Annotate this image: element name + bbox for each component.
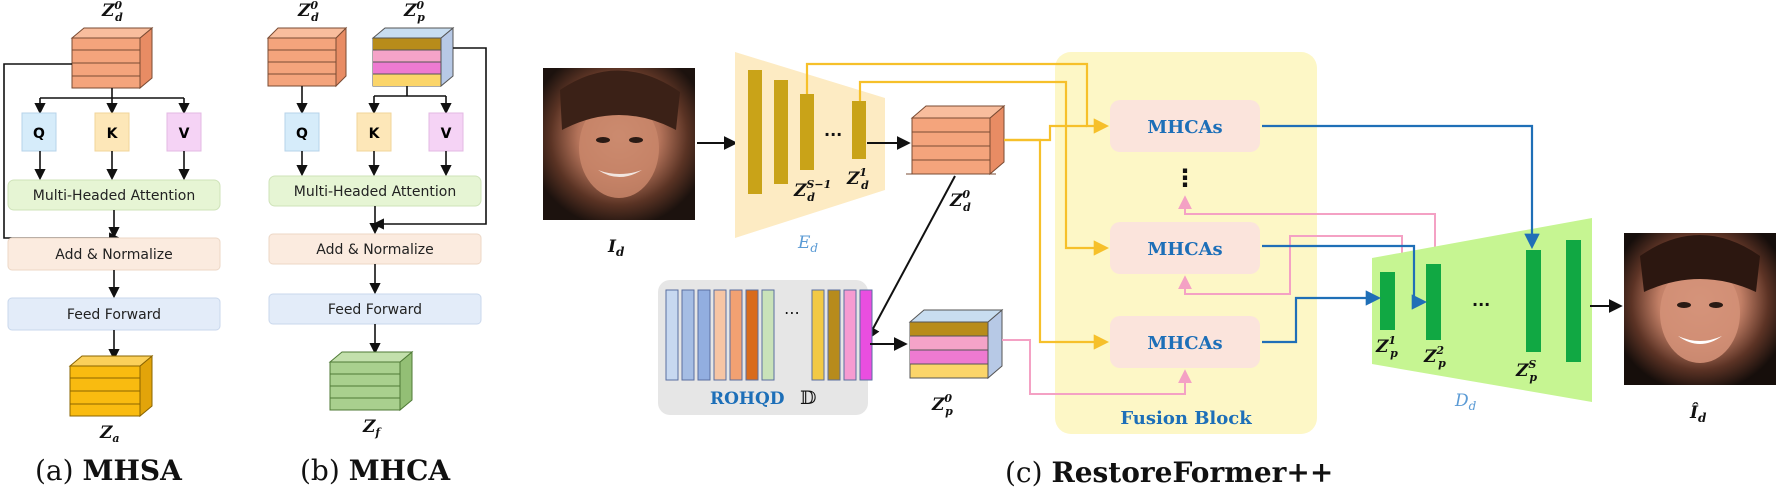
mhsa-input-cube [70, 26, 154, 90]
mhca-v-box [428, 112, 464, 152]
mhca-right-cube [371, 26, 455, 88]
encoder-bar [800, 94, 814, 170]
encoder-bar [748, 70, 762, 194]
codebook-entry [713, 289, 727, 381]
codebook-entry [729, 289, 743, 381]
mhca-output-cube [328, 350, 414, 412]
mhsa-feed-forward-text: Feed Forward [67, 307, 161, 323]
mhsa-add-norm-text: Add & Normalize [55, 247, 172, 263]
decoder-label: Dd [1454, 391, 1477, 413]
mhsa-caption: (a) MHSA [35, 454, 183, 487]
mhsa-k-text: K [107, 126, 119, 142]
codebook-entry [745, 289, 759, 381]
decoder-bar [1426, 264, 1441, 340]
encoder-dots: ... [824, 121, 842, 140]
input-label: Id [607, 237, 625, 259]
mhca-k-box [356, 112, 392, 152]
dictionary-symbol: 𝔻 [800, 387, 816, 409]
mhca-output-label: Zf [362, 417, 382, 439]
codebook-entry [665, 289, 679, 381]
mhsa-k-box [94, 112, 130, 152]
fusion-block-label: Fusion Block [1120, 408, 1252, 429]
decoder-bar [1526, 250, 1541, 352]
decoder-dots: ... [1472, 291, 1490, 310]
mhcas-label-2: MHCAs [1147, 239, 1222, 260]
mhcas-label-3: MHCAs [1147, 333, 1222, 354]
mhsa-attention-text: Multi-Headed Attention [33, 188, 195, 204]
mhca-q-box [284, 112, 320, 152]
mhcas-box-3 [1110, 316, 1260, 368]
rohqd-codebook [665, 289, 873, 381]
mhsa-v-text: V [179, 126, 190, 142]
codebook-entry [811, 289, 825, 381]
mhsa-output-cube [68, 354, 154, 418]
mhcas-vertical-dots: ⋮ [1173, 164, 1197, 192]
mhsa-q-text: Q [33, 126, 45, 142]
mhcas-box-1 [1110, 100, 1260, 152]
encoder-bar [852, 101, 866, 159]
decoder-bar [1566, 240, 1581, 362]
mhca-caption: (b) MHCA [300, 454, 451, 487]
codebook-ellipsis: ⋯ [784, 303, 800, 322]
zd0-cube [906, 104, 1006, 176]
codebook-entry [843, 289, 857, 381]
mhca-add-norm-text: Add & Normalize [316, 242, 433, 258]
codebook-entry [761, 289, 775, 381]
decoder-bar [1380, 272, 1395, 330]
rohqd-label: ROHQD [710, 389, 785, 409]
encoder-label: Ed [797, 233, 818, 255]
mhca-q-text: Q [296, 126, 308, 142]
codebook-entry [859, 289, 873, 381]
output-label: Îd [1689, 402, 1707, 425]
mhca-feed-forward-text: Feed Forward [328, 302, 422, 318]
restored-face-image [1624, 233, 1776, 385]
zp0-cube [908, 308, 1004, 380]
encoder-bar [774, 80, 788, 184]
mhca-v-text: V [441, 126, 452, 142]
mhcas-box-2 [1110, 222, 1260, 274]
codebook-entry [827, 289, 841, 381]
codebook-entry [681, 289, 695, 381]
mhca-k-text: K [369, 126, 381, 142]
mhsa-output-label: Za [99, 423, 120, 445]
mhsa-q-box [21, 112, 57, 152]
restoreformer-caption: (c) RestoreFormer++ [1005, 456, 1333, 489]
mhca-left-cube [266, 26, 348, 88]
codebook-entry [697, 289, 711, 381]
degraded-face-image [543, 68, 695, 220]
mhcas-label-1: MHCAs [1147, 117, 1222, 138]
mhca-attention-text: Multi-Headed Attention [294, 184, 456, 200]
